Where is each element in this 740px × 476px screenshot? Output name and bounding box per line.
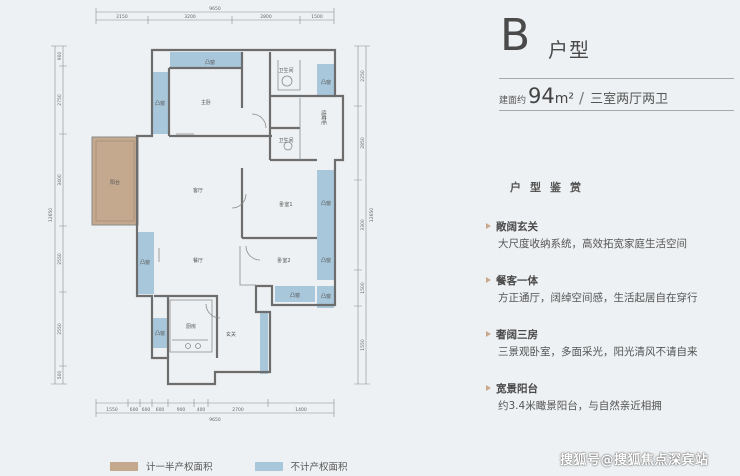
triangle-bullet-icon bbox=[486, 385, 491, 391]
legend-swatch-blue bbox=[254, 461, 283, 471]
triangle-bullet-icon bbox=[486, 331, 491, 337]
watermark: 搜狐号@搜狐焦点深宾站 bbox=[560, 453, 709, 468]
feature-desc: 大尺度收纳系统，高效拓宽家庭生活空间 bbox=[498, 238, 687, 250]
triangle-bullet-icon bbox=[486, 277, 491, 283]
feature-item: 奢阔三房 三景观卧室，多面采光，阳光清风不请自来 bbox=[486, 326, 736, 380]
label-storage: 储藏柜 bbox=[320, 110, 327, 125]
dim-top-total: 9650 bbox=[209, 6, 221, 12]
feature-title: 宽景阳台 bbox=[496, 382, 538, 395]
balcony-area bbox=[91, 136, 139, 226]
entry-glass bbox=[260, 312, 268, 374]
legend-item-half-area: 计一半产权面积 bbox=[110, 459, 213, 473]
unit-letter: B bbox=[500, 10, 531, 61]
triangle-bullet-icon bbox=[486, 223, 491, 229]
area-label: 建面约 bbox=[499, 96, 527, 106]
area-unit: m² bbox=[554, 91, 574, 107]
bay-window-right1 bbox=[317, 170, 334, 240]
label-bay-bottom: 凸窗 bbox=[290, 292, 300, 299]
dim-right-3: 3300 bbox=[360, 219, 366, 231]
label-balcony: 阳台 bbox=[110, 179, 120, 186]
dim-bottom-5: 900 bbox=[177, 407, 186, 413]
bay-window-bottom-right bbox=[317, 286, 334, 308]
dim-bottom-7: 2700 bbox=[232, 407, 244, 413]
dim-right-total: 12650 bbox=[369, 208, 375, 222]
dim-right-4: 1500 bbox=[360, 282, 366, 294]
label-master-bedroom: 主卧 bbox=[201, 99, 211, 106]
legend-label: 计一半产权面积 bbox=[146, 462, 213, 473]
label-bay-living-left: 凸窗 bbox=[140, 259, 150, 266]
dim-left-4: 2550 bbox=[57, 253, 63, 265]
dim-left-1: 900 bbox=[57, 52, 63, 61]
label-entry: 玄关 bbox=[226, 331, 236, 338]
dim-right-1: 2250 bbox=[360, 70, 366, 82]
dim-top-1: 2150 bbox=[116, 14, 128, 20]
feature-item: 敞阔玄关 大尺度收纳系统，高效拓宽家庭生活空间 bbox=[486, 218, 736, 272]
dim-top-4: 1500 bbox=[311, 14, 323, 20]
dim-bottom-3: 600 bbox=[142, 407, 151, 413]
legend-label: 不计产权面积 bbox=[290, 462, 348, 473]
feature-item: 餐客一体 方正通厅，阔绰空间感，生活起居自在穿行 bbox=[486, 272, 736, 326]
floor-plan: 9650 2150 3200 2800 1500 9650 1550 600 6… bbox=[48, 6, 375, 423]
dim-right-2: 2850 bbox=[360, 137, 366, 149]
feature-item: 宽景阳台 约3.4米瞰景阳台，与自然亲近相拥 bbox=[486, 380, 736, 434]
outer-wall bbox=[135, 48, 345, 386]
feature-title: 奢阔三房 bbox=[496, 328, 538, 341]
label-bay-top: 凸窗 bbox=[205, 59, 215, 66]
dim-top-3: 2800 bbox=[260, 14, 272, 20]
bay-window-kitchen bbox=[152, 318, 167, 348]
feature-list: 敞阔玄关 大尺度收纳系统，高效拓宽家庭生活空间 餐客一体 方正通厅，阔绰空间感，… bbox=[486, 218, 736, 434]
dim-bottom-8: 1400 bbox=[295, 407, 307, 413]
label-bath2: 卫生间 bbox=[278, 137, 293, 144]
dim-bottom-total: 9650 bbox=[209, 417, 221, 423]
label-bay-master-left: 凸窗 bbox=[155, 100, 165, 107]
area-row: 建面约 94 m² / 三室两厅两卫 bbox=[499, 84, 668, 108]
bay-window-top-right bbox=[317, 64, 334, 96]
label-bay-bottom-right: 凸窗 bbox=[321, 293, 331, 300]
feature-title: 敞阔玄关 bbox=[496, 220, 538, 233]
legend: 计一半产权面积 不计产权面积 bbox=[110, 459, 390, 473]
room-layout: 三室两厅两卫 bbox=[590, 92, 669, 107]
label-bath1: 卫生间 bbox=[278, 67, 293, 74]
dim-left-5: 2550 bbox=[57, 323, 63, 335]
area-value: 94 bbox=[528, 84, 555, 108]
unit-type-label: 户型 bbox=[548, 38, 590, 62]
label-bedroom2: 卧室2 bbox=[277, 257, 290, 264]
feature-desc: 三景观卧室，多面采光，阳光清风不请自来 bbox=[498, 346, 698, 358]
divider-top bbox=[499, 78, 734, 79]
label-kitchen: 厨房 bbox=[186, 323, 196, 330]
dim-bottom-4: 600 bbox=[156, 407, 165, 413]
label-dining-room: 餐厅 bbox=[193, 257, 203, 264]
label-bay-kitchen: 凸窗 bbox=[155, 330, 165, 337]
bay-window-living-left bbox=[137, 232, 154, 294]
feature-desc: 约3.4米瞰景阳台，与自然亲近相拥 bbox=[498, 400, 662, 412]
dim-left-6: 500 bbox=[57, 371, 63, 380]
dim-bottom-1: 1550 bbox=[106, 407, 118, 413]
label-bay-top-right: 凸窗 bbox=[321, 79, 331, 86]
dim-left-3: 3400 bbox=[57, 174, 63, 186]
bay-window-bottom bbox=[275, 286, 315, 302]
area-separator: / bbox=[579, 89, 585, 107]
dim-left-2: 2750 bbox=[57, 94, 63, 106]
feature-title: 餐客一体 bbox=[496, 274, 538, 287]
divider-bottom bbox=[499, 110, 734, 111]
section-title: 户型鉴赏 bbox=[510, 181, 590, 194]
label-bay-right2: 凸窗 bbox=[321, 257, 331, 264]
bay-window-top bbox=[170, 52, 242, 67]
feature-desc: 方正通厅，阔绰空间感，生活起居自在穿行 bbox=[498, 292, 698, 304]
dim-left-total: 12650 bbox=[48, 208, 54, 222]
legend-swatch-tan bbox=[110, 461, 138, 471]
dim-right-5: 1550 bbox=[360, 339, 366, 351]
label-bedroom1: 卧室1 bbox=[279, 201, 292, 208]
dim-bottom-6: 400 bbox=[197, 407, 206, 413]
label-living-room: 客厅 bbox=[193, 187, 203, 194]
bay-window-master-left bbox=[152, 72, 169, 134]
bay-window-right2 bbox=[317, 240, 334, 280]
legend-item-no-area: 不计产权面积 bbox=[254, 459, 348, 473]
label-bay-right1: 凸窗 bbox=[321, 200, 331, 207]
dim-top-2: 3200 bbox=[184, 14, 196, 20]
dim-bottom-2: 600 bbox=[130, 407, 139, 413]
